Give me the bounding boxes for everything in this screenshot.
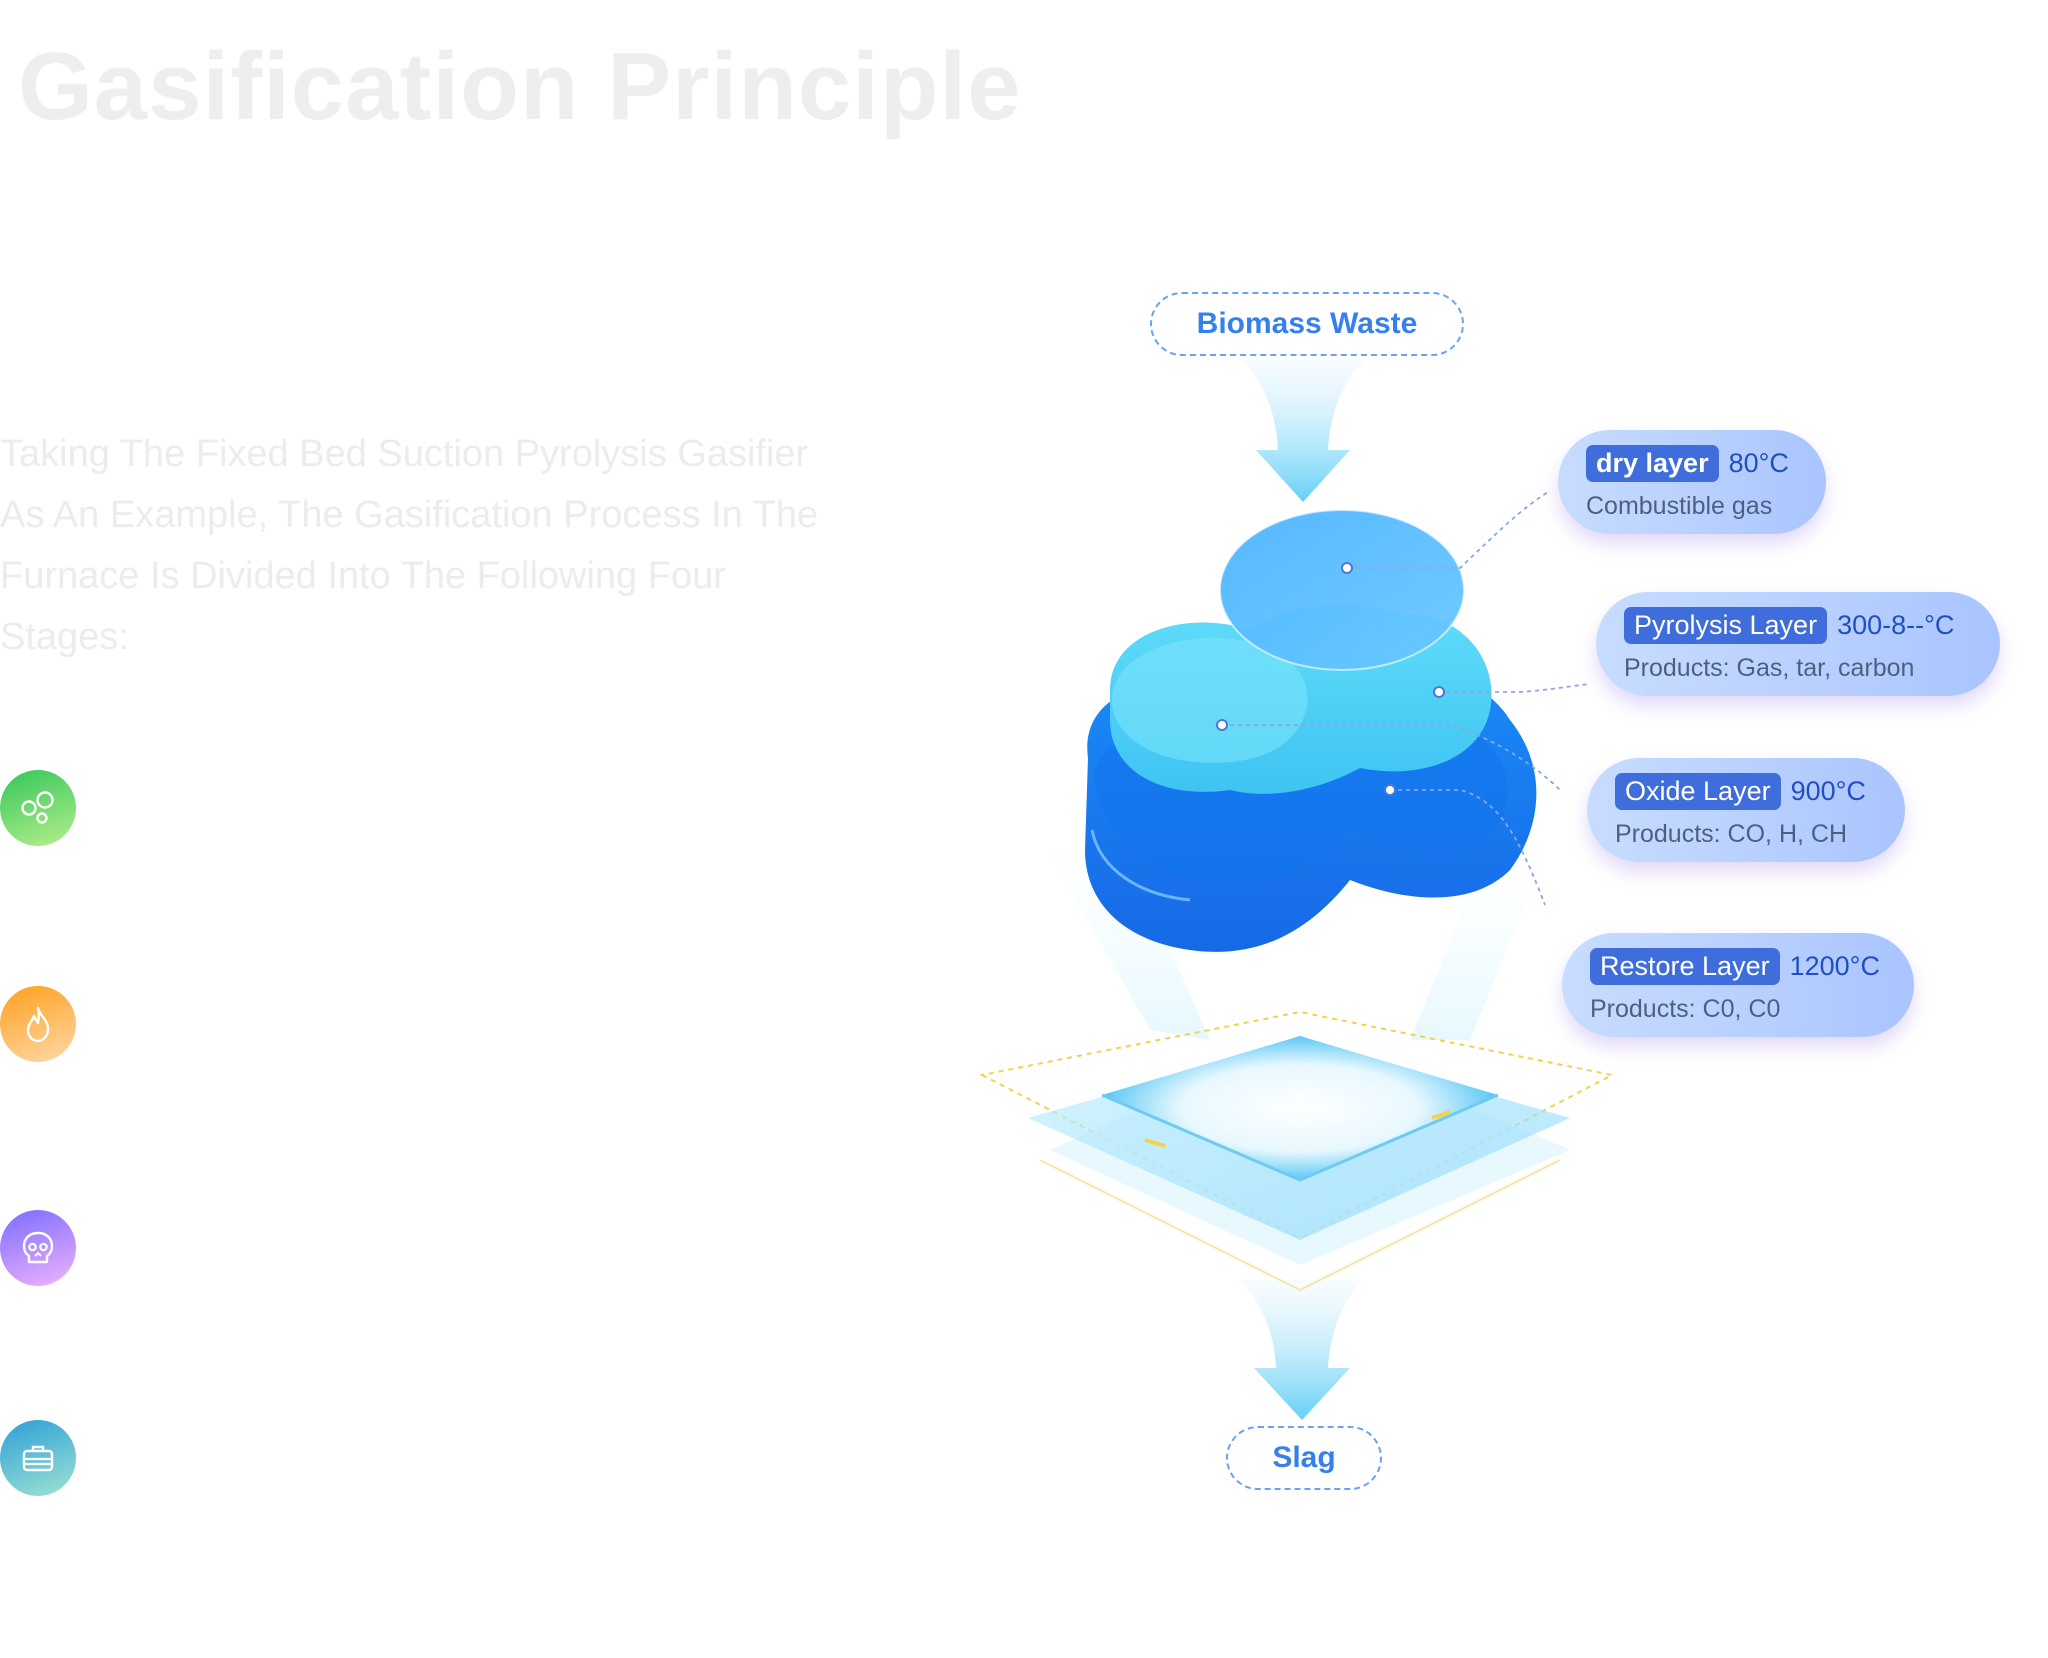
layer-temp: 300-8--°C xyxy=(1837,610,1955,640)
flame-icon xyxy=(26,1006,50,1043)
bubbles-icon xyxy=(21,791,54,824)
stage-icon-bubbles[interactable] xyxy=(0,770,76,846)
layer-desc: Products: CO, H, CH xyxy=(1615,820,1847,848)
base-platform xyxy=(978,1010,1615,1292)
layer-desc: Products: Gas, tar, carbon xyxy=(1624,654,1915,682)
output-arrow xyxy=(1240,1280,1362,1420)
toolbox-icon xyxy=(22,1445,54,1472)
layer-name: Restore Layer xyxy=(1590,948,1780,985)
layer-temp: 900°C xyxy=(1790,776,1866,806)
output-label: Slag xyxy=(1226,1426,1382,1490)
leader-lines xyxy=(1222,491,1591,906)
input-label: Biomass Waste xyxy=(1150,292,1464,356)
skull-icon xyxy=(22,1231,54,1264)
layer-desc: Products: C0, C0 xyxy=(1590,995,1781,1023)
layer-name: Pyrolysis Layer xyxy=(1624,607,1828,644)
layer-temp: 80°C xyxy=(1728,448,1789,478)
stage-icon-flame[interactable] xyxy=(0,986,76,1062)
layer-name: Oxide Layer xyxy=(1615,773,1781,810)
intro-text: Taking The Fixed Bed Suction Pyrolysis G… xyxy=(0,433,819,658)
layer-stack xyxy=(1085,509,1537,952)
stage-icon-skull[interactable] xyxy=(0,1210,76,1286)
layer-card-oxide: Oxide Layer 900°C Products: CO, H, CH xyxy=(1587,758,1905,862)
layer-name: dry layer xyxy=(1586,445,1719,482)
layer-card-pyrolysis: Pyrolysis Layer 300-8--°C Products: Gas,… xyxy=(1596,592,2000,696)
page-title: Gasification Principle xyxy=(18,33,1022,140)
layer-card-dry: dry layer 80°C Combustible gas xyxy=(1558,430,1826,534)
layer-card-restore: Restore Layer 1200°C Products: C0, C0 xyxy=(1562,933,1914,1037)
layer-desc: Combustible gas xyxy=(1586,492,1773,520)
layer-temp: 1200°C xyxy=(1789,951,1880,981)
stage-icon-toolbox[interactable] xyxy=(0,1420,76,1496)
input-arrow xyxy=(1242,360,1364,502)
